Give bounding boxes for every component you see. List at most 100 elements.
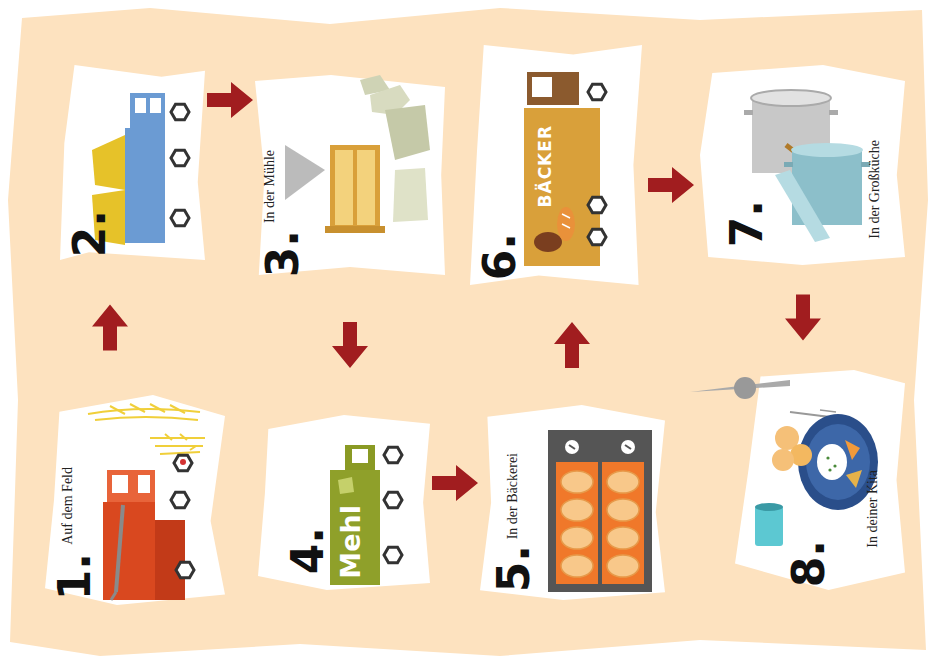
meal-illustration-part	[820, 416, 836, 418]
mill-illustration-part	[385, 105, 430, 160]
wheat-illustration-part	[165, 434, 196, 450]
wheat-illustration-part	[110, 404, 185, 414]
meal-illustration-part	[828, 468, 831, 471]
oven-illustration-part	[565, 440, 579, 454]
mill-illustration-part	[335, 150, 353, 225]
grain-truck-illustration-part	[171, 150, 189, 166]
mill-illustration-part	[360, 75, 390, 95]
oven-illustration-part	[548, 430, 652, 592]
grain-truck-illustration-part	[171, 104, 189, 120]
pots-illustration-part	[751, 90, 831, 106]
oven-illustration-part	[602, 462, 644, 584]
pots-illustration-part	[775, 170, 830, 242]
pots-illustration-part	[792, 150, 862, 225]
oven-illustration-part-part	[607, 499, 639, 521]
oven-illustration-part-part	[607, 555, 639, 577]
meal-illustration-part	[775, 426, 799, 450]
grain-truck-illustration-part	[150, 98, 161, 113]
grain-truck-illustration-part	[92, 135, 125, 190]
flow-arrow	[92, 305, 128, 351]
mill-illustration	[285, 75, 430, 233]
step-label: In der Mühle	[263, 150, 277, 223]
flour-truck-illustration-part	[345, 445, 375, 470]
wheat-illustration-part	[150, 438, 205, 454]
harvester-illustration-part	[111, 592, 116, 600]
meal-illustration-part	[806, 424, 870, 500]
oven-illustration-part-part	[561, 499, 593, 521]
bakery-van-illustration-part	[527, 72, 579, 105]
harvester-illustration-part	[103, 502, 155, 600]
mill-illustration-part	[330, 145, 380, 230]
grain-truck-illustration-part	[171, 210, 189, 226]
flour-truck-illustration-part	[330, 470, 380, 585]
bakery-van-illustration-part	[534, 232, 562, 252]
harvester-illustration-part	[174, 455, 192, 471]
meal-illustration-part	[798, 414, 878, 510]
meal-illustration-part	[826, 456, 829, 459]
bag-label: Mehl	[337, 505, 364, 579]
flour-truck-illustration-part	[384, 492, 402, 508]
pots-illustration-part	[829, 110, 838, 115]
meal-illustration	[690, 377, 878, 546]
mill-illustration-part	[325, 226, 385, 233]
mill-illustration-part	[393, 168, 428, 222]
meal-illustration-part	[846, 470, 862, 488]
grain-truck-illustration	[92, 93, 189, 245]
panel-shape	[735, 370, 905, 590]
flow-arrow	[648, 167, 694, 203]
panel-shape	[258, 415, 430, 590]
step-panel: 7.In der Großküche	[700, 65, 905, 265]
step-label: In der Großküche	[868, 140, 882, 239]
background-shape	[8, 8, 928, 656]
panel-shape	[60, 65, 205, 260]
mill-illustration-part	[370, 85, 410, 115]
pots-illustration	[744, 90, 870, 242]
step-panel: 6. BÄCKER	[470, 45, 642, 285]
step-number: 6.	[478, 233, 522, 280]
meal-illustration-part	[734, 377, 756, 399]
pots-illustration-part	[784, 162, 793, 167]
harvester-illustration-part	[171, 492, 189, 508]
step-panel: 4.Mehl	[258, 415, 430, 590]
flow-arrow	[432, 465, 478, 501]
step-panel: 1.Auf dem Feld	[45, 395, 225, 605]
panel-shape	[45, 395, 225, 605]
step-number: 2.	[68, 210, 112, 257]
pots-illustration-part	[744, 110, 753, 115]
bakery-van-illustration-part	[532, 77, 552, 97]
flour-truck-illustration	[330, 445, 402, 585]
flow-arrow	[554, 322, 590, 368]
wheat-illustration-part	[95, 417, 198, 420]
harvester-illustration-part	[176, 562, 194, 578]
step-number: 5.	[492, 545, 536, 592]
bakery-van-illustration-part	[588, 229, 606, 245]
bakery-van-illustration-part	[557, 207, 575, 241]
meal-illustration-part	[817, 444, 847, 480]
step-panel: 5. In der Bäckerei	[480, 405, 665, 600]
step-number: 1.	[53, 553, 97, 600]
step-label: In der Bäckerei	[506, 453, 520, 539]
panel-shape	[700, 65, 905, 265]
pots-illustration-part	[752, 98, 830, 173]
grain-truck-illustration-part	[135, 98, 146, 113]
oven-illustration-part-part	[607, 471, 639, 493]
flow-arrow	[207, 82, 253, 118]
pots-illustration-part	[786, 145, 808, 162]
meal-illustration-part	[772, 449, 794, 471]
oven-illustration-part	[556, 462, 598, 584]
step-label: In deiner Kita	[866, 470, 880, 548]
mill-illustration-part	[357, 150, 375, 225]
harvester-illustration-part	[133, 470, 155, 502]
oven-illustration-part-part	[561, 555, 593, 577]
panel-shape	[470, 45, 642, 285]
meal-illustration-part	[755, 503, 783, 511]
van-label: BÄCKER	[537, 125, 554, 207]
step-panel: 2.	[60, 65, 205, 260]
grain-truck-illustration-part	[125, 128, 165, 243]
oven-illustration-part	[625, 445, 631, 449]
bakery-van-illustration-part	[588, 197, 606, 213]
bakery-van-illustration-part	[588, 84, 606, 100]
wheat-illustration	[88, 404, 205, 454]
harvester-illustration	[103, 455, 194, 600]
